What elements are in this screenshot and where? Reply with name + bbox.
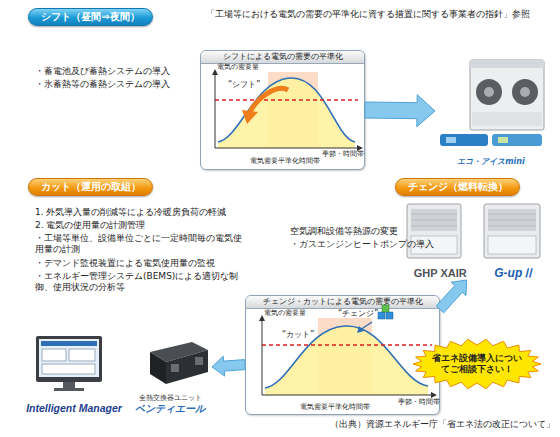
ice-storage-unit-picture-part: [470, 60, 544, 68]
block-arrow: [436, 280, 466, 313]
ice-storage-unit-picture-part: [440, 134, 488, 146]
callout-text: 省エネ設備導入についてご相談下さい！: [429, 353, 525, 374]
note-text: 季節・時間帯: [322, 150, 364, 158]
ventilation-unit-picture-part: [150, 352, 166, 384]
block-arrow: [365, 95, 435, 127]
gas-heat-pump-picture-part: [411, 220, 457, 221]
note-text: 電気需要平準化時間帯: [300, 403, 370, 412]
ice-storage-unit-picture-part: [520, 87, 530, 97]
caption-text: （出典）資源エネルギー庁「省エネ法の改正について」: [330, 419, 552, 430]
product-box: 全熱交換器ユニットベンティエール: [128, 335, 212, 415]
gas-heat-pump-picture-part: [411, 226, 457, 227]
gas-heat-pump-picture: [407, 204, 540, 258]
ice-storage-unit-picture-part: [512, 79, 538, 105]
monitor-picture-part: [69, 349, 95, 361]
note-text: 空気調和設備等熱源の変更: [290, 226, 398, 237]
ventilation-unit-picture-part: [195, 357, 203, 365]
product-name: Intelligent Manager: [26, 402, 122, 415]
product-name: GHP XAIR: [414, 267, 467, 280]
monitor-picture-part: [42, 349, 66, 361]
gas-heat-pump-picture-part: [488, 214, 536, 215]
product-box: エコ・アイスmini: [435, 55, 547, 167]
gas-heat-pump-picture-part: [488, 220, 536, 221]
note-text: “シフト”: [228, 80, 260, 90]
note-text: ・工場等単位、設備単位ごとに一定時間毎の電気使用量の計測: [35, 233, 250, 256]
pill-text: シフト（昼間⇒夜間）: [41, 10, 139, 24]
gas-heat-pump-picture-part: [411, 209, 457, 231]
note-text: “チェンジ”: [338, 309, 378, 319]
ice-storage-unit-picture-part: [470, 60, 544, 130]
note-text: 電気の需要量: [264, 309, 306, 318]
note-text: “カット”: [282, 330, 314, 340]
product-box: Intelligent Manager: [20, 335, 128, 415]
gas-heat-pump-picture-part: [488, 209, 536, 231]
note-text: 季節・時間帯: [398, 398, 440, 406]
ice-storage-unit-picture-part: [498, 137, 508, 143]
gas-heat-pump-picture-part: [484, 204, 540, 258]
chart-heading: シフトによる電気の需要の平準化: [201, 51, 364, 64]
note-text: ・エネルギー管理システム(BEMS)による適切な制御、使用状況の分析等: [35, 271, 250, 294]
ice-storage-unit-picture-part: [484, 87, 494, 97]
monitor-picture-part: [63, 382, 75, 388]
gas-heat-pump-picture-part: [488, 226, 536, 227]
gas-heat-pump-picture-part: [407, 204, 461, 258]
ventilation-unit-picture: [150, 342, 208, 384]
note-text: ・蓄電池及び蓄熱システムの導入: [35, 66, 170, 77]
gas-heat-pump-picture-part: [411, 214, 457, 215]
note-text: ・ガスエンジンヒートポンプの導入: [290, 239, 434, 250]
callout-burst: 省エネ設備導入についてご相談下さい！: [412, 338, 542, 390]
block-arrow: [212, 356, 245, 376]
monitor-picture-part: [36, 336, 102, 382]
monitor-picture-part: [42, 364, 95, 374]
pill-text: チェンジ（燃料転換）: [408, 180, 508, 194]
note-text: 電気需要平準化時間帯: [250, 157, 320, 166]
category-pill: シフト（昼間⇒夜間）: [28, 8, 153, 26]
burst-outline: [413, 339, 541, 388]
product-name: ベンティエール: [135, 403, 205, 415]
ice-storage-unit-picture-part: [476, 79, 502, 105]
gas-heat-pump-picture-part: [488, 236, 536, 254]
note-text: ・デマンド監視装置による電気使用量の監視: [35, 258, 215, 269]
note-text: 2. 電気の使用量の計測管理: [35, 220, 145, 231]
note-text: 1. 外気導入量の削減等による冷暖房負荷の軽減: [35, 207, 226, 218]
category-pill: チェンジ（燃料転換）: [395, 178, 520, 196]
ice-storage-unit-picture: [440, 60, 544, 146]
pill-text: カット（運用の取組）: [41, 180, 141, 194]
ventilation-unit-picture-part: [171, 364, 179, 372]
product-name: 全熱交換器ユニット: [139, 395, 202, 403]
note-text: ・氷蓄熱等の蓄熱システムの導入: [35, 79, 170, 90]
ventilation-unit-picture-part: [150, 342, 208, 362]
product-name: G-upⅡ: [494, 266, 534, 280]
note-text: 電気の需要量: [217, 63, 259, 72]
title-text: 「工場等における電気の需要の平準化に資する措置に関する事業者の指針」参照: [206, 9, 556, 20]
ice-storage-unit-picture-part: [492, 134, 542, 146]
product-name: エコ・アイスmini: [457, 157, 525, 167]
chart-heading: チェンジ・カットによる電気の需要の平準化: [246, 296, 439, 309]
monitor-picture-part: [39, 339, 99, 377]
ventilation-unit-picture-part: [166, 350, 208, 384]
monitor-picture: [36, 336, 102, 391]
ice-storage-unit-picture-part: [446, 137, 456, 143]
ice-storage-unit-picture-part: [472, 112, 542, 126]
category-pill: カット（運用の取組）: [28, 178, 153, 196]
monitor-picture-part: [54, 388, 84, 391]
monitor-picture-part: [41, 341, 97, 346]
